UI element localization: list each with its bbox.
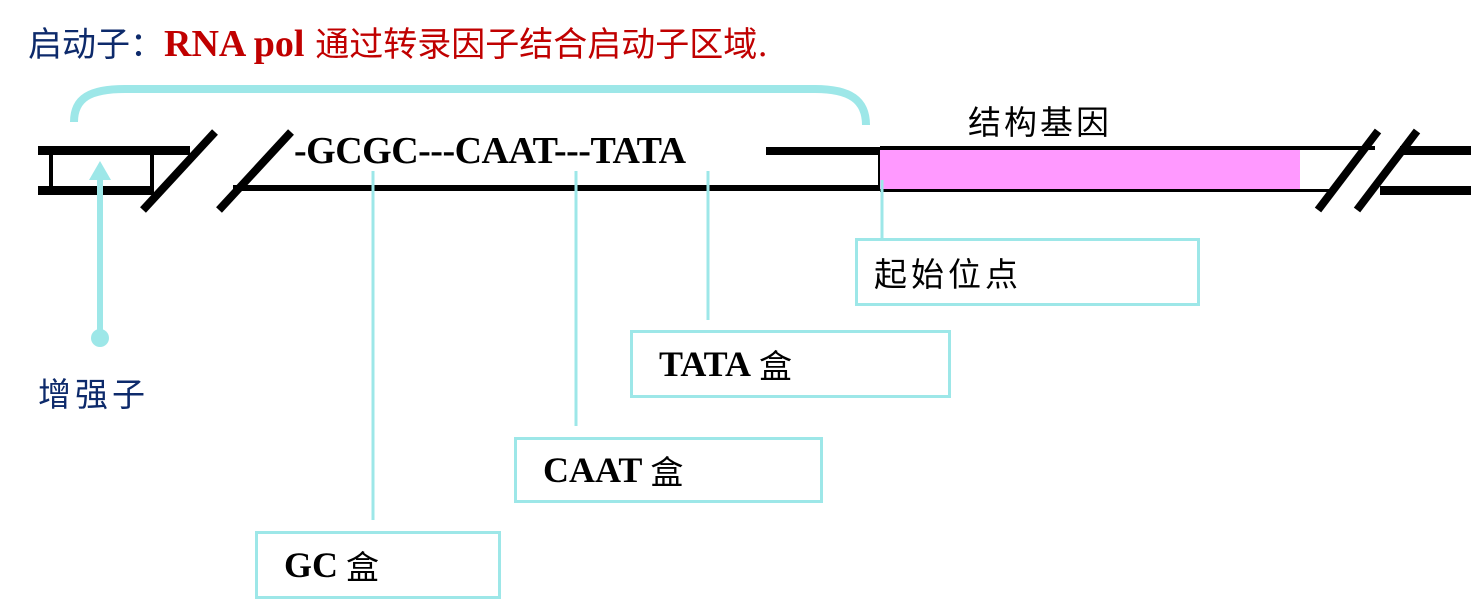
start-site-callout: 起始位点 xyxy=(855,238,1200,306)
promoter-sequence: -GCGC---CAAT---TATA xyxy=(294,130,686,172)
title-prefix: 启动子： xyxy=(28,25,164,65)
dna-left-segment xyxy=(38,146,190,195)
structural-gene xyxy=(880,146,1375,192)
enhancer-arrow xyxy=(89,161,111,347)
title-rna-pol: RNA pol xyxy=(164,23,305,65)
caat-box-cjk: 盒 xyxy=(650,453,684,492)
promoter-bracket xyxy=(70,85,870,126)
start-site-label: 起始位点 xyxy=(874,255,1022,294)
tata-box-cjk: 盒 xyxy=(759,347,793,386)
title-description: 通过转录因子结合启动子区域. xyxy=(304,25,769,65)
structural-gene-label: 结构基因 xyxy=(968,103,1112,142)
enhancer-label: 增强子 xyxy=(38,375,149,414)
gc-box-latin: GC xyxy=(284,545,338,585)
gc-box-cjk: 盒 xyxy=(346,548,379,587)
leader-lines xyxy=(371,171,884,520)
page-title: 启动子：RNA pol 通过转录因子结合启动子区域. xyxy=(28,18,768,71)
tata-box-latin: TATA xyxy=(659,344,752,384)
caat-box-latin: CAAT xyxy=(543,450,643,490)
break-mark-left xyxy=(140,129,294,213)
break-mark-right xyxy=(1314,128,1471,213)
